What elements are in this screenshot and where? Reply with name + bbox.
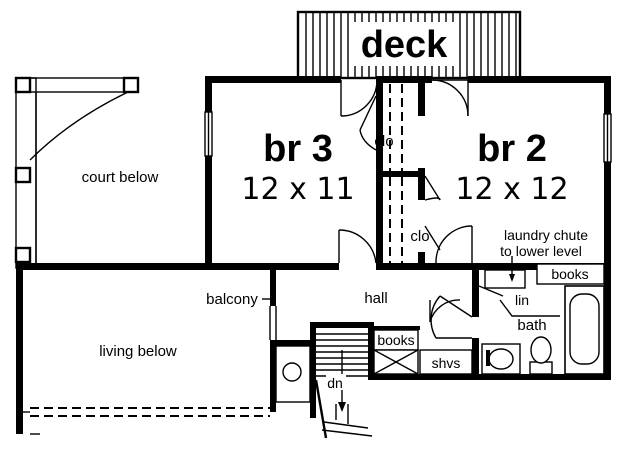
windows bbox=[204, 111, 612, 163]
books-right-label: books bbox=[551, 266, 588, 282]
shelves-label: shvs bbox=[432, 355, 461, 371]
down-stairs-label: dn bbox=[327, 375, 343, 391]
hall-door-swing bbox=[429, 299, 461, 323]
deck: deck bbox=[296, 10, 522, 80]
laundry-chute bbox=[484, 256, 526, 289]
court-label: court below bbox=[82, 169, 159, 186]
shelves-box bbox=[419, 349, 473, 375]
br3-size: 12 x 11 bbox=[241, 172, 354, 207]
deck-label: deck bbox=[361, 24, 448, 66]
books-left-label: books bbox=[377, 332, 414, 348]
books-shelf-left bbox=[373, 329, 419, 375]
bathtub bbox=[564, 285, 605, 375]
books-shelf-right bbox=[536, 263, 605, 285]
linen-label: lin bbox=[515, 292, 529, 308]
doors bbox=[338, 79, 504, 339]
walls bbox=[16, 76, 611, 433]
living-lower-edge bbox=[16, 407, 270, 435]
toilet bbox=[529, 336, 553, 375]
bath-label: bath bbox=[517, 317, 546, 334]
closet-upper-label: clo bbox=[374, 133, 393, 150]
balcony-label: balcony bbox=[206, 291, 258, 308]
br2-size: 12 x 12 bbox=[455, 172, 568, 207]
closet-rods bbox=[389, 84, 403, 263]
column bbox=[275, 345, 311, 403]
laundry-chute-label-line2: to lower level bbox=[500, 243, 582, 259]
br3-name: br 3 bbox=[263, 128, 333, 170]
linen-divider bbox=[499, 299, 560, 317]
vanity-sink bbox=[481, 343, 521, 375]
balcony-railing bbox=[269, 306, 277, 340]
closet-lower-label: clo bbox=[410, 228, 429, 245]
br2-name: br 2 bbox=[477, 128, 547, 170]
staircase bbox=[314, 328, 373, 439]
laundry-chute-label-line1: laundry chute bbox=[504, 227, 588, 243]
living-label: living below bbox=[99, 343, 177, 360]
hall-label: hall bbox=[364, 290, 387, 307]
